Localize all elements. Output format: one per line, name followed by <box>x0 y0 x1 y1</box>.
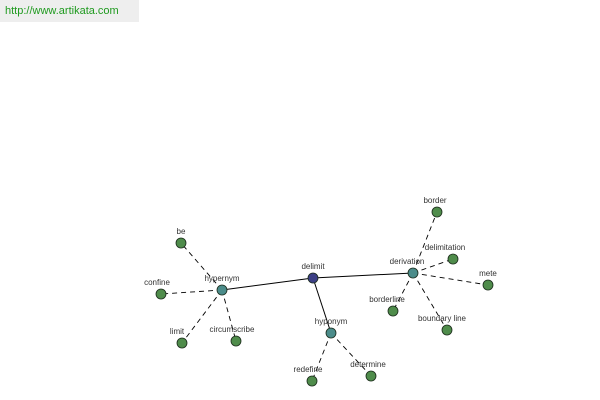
relation-label-derivation[interactable]: derivation <box>390 257 425 266</box>
term-label-boundary-line[interactable]: boundary line <box>418 314 467 323</box>
term-node-borderline[interactable] <box>387 305 399 317</box>
term-node-boundary-line[interactable] <box>441 324 453 336</box>
edge-derivation-borderline <box>392 272 414 312</box>
source-link[interactable]: http://www.artikata.com <box>0 0 139 22</box>
term-label-limit[interactable]: limit <box>170 327 185 336</box>
term-node-limit[interactable] <box>176 337 188 349</box>
nodes <box>155 206 494 387</box>
term-label-borderline[interactable]: borderline <box>369 295 405 304</box>
edge-derivation-mete <box>412 272 489 286</box>
term-node-mete[interactable] <box>482 279 494 291</box>
edge-delimit-hyponym <box>312 277 332 334</box>
term-node-delimitation[interactable] <box>447 253 459 265</box>
edge-delimit-hypernym <box>221 277 314 291</box>
term-label-be[interactable]: be <box>177 227 186 236</box>
term-node-circumscribe[interactable] <box>230 335 242 347</box>
term-label-delimitation[interactable]: delimitation <box>425 243 465 252</box>
edge-derivation-border <box>412 211 438 274</box>
term-node-border[interactable] <box>431 206 443 218</box>
edge-derivation-delimitation <box>412 258 454 274</box>
term-label-border[interactable]: border <box>423 196 446 205</box>
root-node-delimit[interactable] <box>307 272 319 284</box>
edge-derivation-boundary-line <box>412 272 448 331</box>
edge-delimit-derivation <box>312 272 414 279</box>
term-node-confine[interactable] <box>155 288 167 300</box>
edge-hypernym-limit <box>181 289 223 344</box>
edges <box>160 211 489 382</box>
term-node-be[interactable] <box>175 237 187 249</box>
labels: delimit hypernym be confine limit circumscrib… <box>144 196 497 374</box>
edge-hypernym-confine <box>160 289 223 295</box>
relation-label-hypernym[interactable]: hypernym <box>204 274 239 283</box>
relation-node-hypernym[interactable] <box>216 284 228 296</box>
relation-label-hyponym[interactable]: hyponym <box>315 317 348 326</box>
term-label-confine[interactable]: confine <box>144 278 170 287</box>
term-node-redefine[interactable] <box>306 375 318 387</box>
term-node-determine[interactable] <box>365 370 377 382</box>
term-label-determine[interactable]: determine <box>350 360 386 369</box>
edge-hyponym-determine <box>330 332 372 377</box>
term-label-mete[interactable]: mete <box>479 269 497 278</box>
root-label-delimit[interactable]: delimit <box>301 262 325 271</box>
edge-hypernym-be <box>180 242 223 291</box>
relation-node-hyponym[interactable] <box>325 327 337 339</box>
relation-node-derivation[interactable] <box>407 267 419 279</box>
term-label-redefine[interactable]: redefine <box>294 365 323 374</box>
term-label-circumscribe[interactable]: circumscribe <box>210 325 255 334</box>
